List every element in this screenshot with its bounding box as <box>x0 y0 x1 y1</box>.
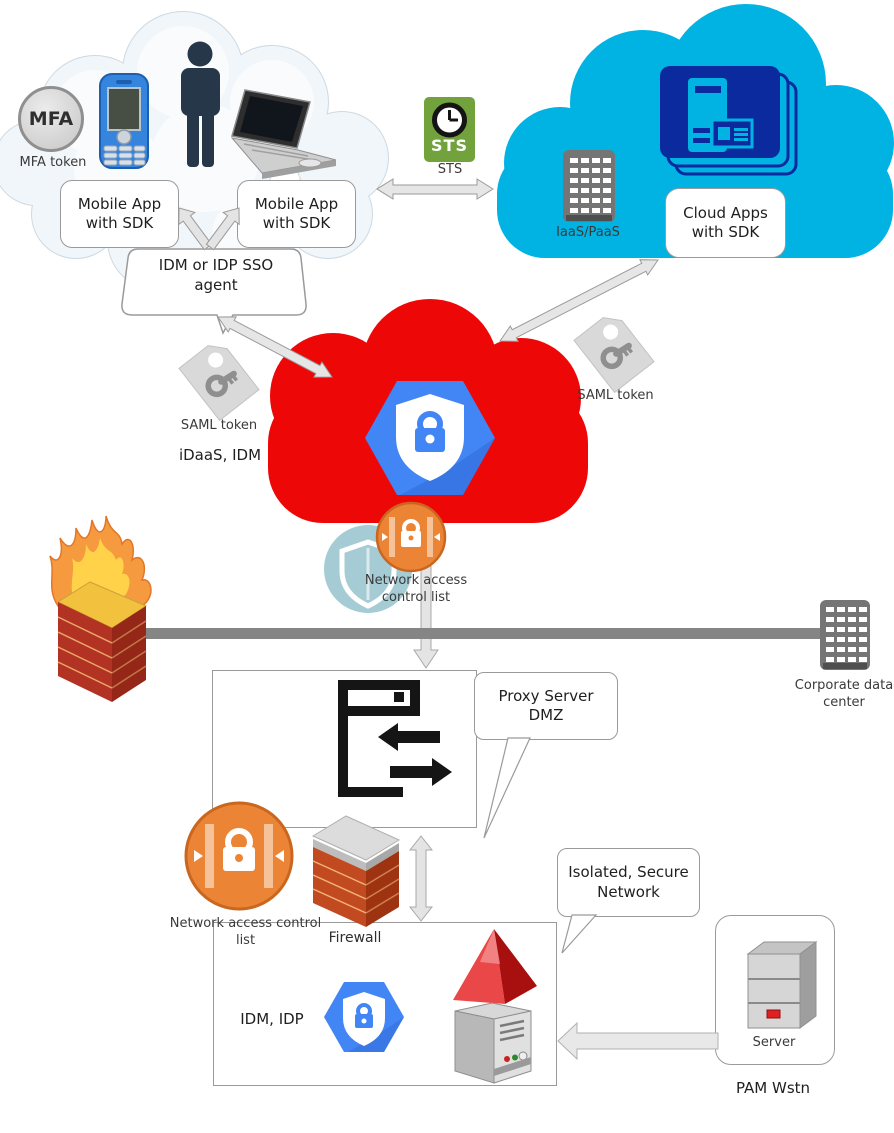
proxy-callout-tail <box>483 737 531 839</box>
saml-token-left-label: SAML token <box>180 418 258 433</box>
pyramid-icon <box>453 929 537 1004</box>
arrow-cloud-sts <box>376 178 494 200</box>
pam-wstn-label: PAM Wstn <box>735 1079 811 1097</box>
lock-icon <box>223 828 255 871</box>
burning-firewall-icon <box>49 515 152 702</box>
isolated-network-callout: Isolated, Secure Network <box>557 848 700 917</box>
arrow-agent-idaas <box>217 316 333 378</box>
corporate-datacenter-label: Corporate data center <box>794 678 894 710</box>
security-shield-hexagon-icon <box>365 381 495 495</box>
isolated-callout-tail <box>561 914 598 954</box>
arrow-pam-idm <box>557 1021 719 1061</box>
idaas-idm-label: iDaaS, IDM <box>178 446 262 464</box>
nacl-top-label: Network access control list <box>364 573 468 605</box>
sso-agent-label: IDM or IDP SSO agent <box>158 256 274 294</box>
isolated-network-label: Isolated, Secure Network <box>568 863 689 901</box>
key-icon <box>600 342 634 370</box>
proxy-callout: Proxy Server DMZ <box>474 672 618 740</box>
arrow-nacl-proxy <box>413 551 439 669</box>
v-arrow-right <box>205 207 240 251</box>
idm-idp-label: IDM, IDP <box>240 1010 304 1028</box>
iaas-paas-label: IaaS/PaaS <box>556 225 620 240</box>
pc-tower-icon <box>454 1002 532 1084</box>
mfa-badge-text: MFA <box>28 108 74 130</box>
corporate-datacenter-building-icon <box>820 600 870 670</box>
mfa-token-label: MFA token <box>19 155 87 170</box>
laptop-icon <box>230 89 337 179</box>
cloud-apps-box: Cloud Apps with SDK <box>665 188 786 258</box>
arrow-idaas-cloudapps <box>499 259 659 342</box>
cloud-apps-stack-icon <box>660 66 798 176</box>
nacl-icon-top <box>375 501 447 573</box>
iaas-paas-building-icon <box>563 150 615 222</box>
mobile-app-box-left: Mobile App with SDK <box>60 180 179 248</box>
sts-icon <box>424 97 475 162</box>
person-icon <box>181 41 220 167</box>
mobile-phone-icon <box>99 73 149 169</box>
lock-icon <box>415 411 445 452</box>
mobile-app-box-right: Mobile App with SDK <box>237 180 356 248</box>
firewall-label: Firewall <box>328 930 382 946</box>
lock-icon <box>355 1003 373 1028</box>
mobile-app-left-label: Mobile App with SDK <box>77 194 162 233</box>
proxy-callout-label: Proxy Server DMZ <box>498 686 594 725</box>
cloud-apps-label: Cloud Apps with SDK <box>683 203 768 242</box>
sts-label: STS <box>437 162 463 177</box>
saml-token-tag-icon-left <box>178 345 260 422</box>
mfa-token-icon: MFA <box>18 86 84 152</box>
nacl-icon-bottom <box>184 801 294 911</box>
firewall-icon <box>311 815 401 927</box>
proxy-server-icon <box>338 680 452 797</box>
server-tower-icon <box>746 941 818 1029</box>
security-shield-hexagon-icon-small <box>324 982 404 1052</box>
arrow-proxy-firewall <box>408 835 434 922</box>
saml-token-right-label: SAML token <box>577 388 654 403</box>
sts-badge-text: STS <box>431 136 468 155</box>
lock-icon <box>401 519 421 547</box>
mobile-app-right-label: Mobile App with SDK <box>254 194 339 233</box>
nacl-bottom-label: Network access control list <box>169 916 322 948</box>
backbone-line <box>130 628 822 639</box>
server-label: Server <box>752 1035 796 1050</box>
clock-icon <box>432 102 467 138</box>
key-icon <box>205 370 239 398</box>
saml-token-tag-icon-right <box>573 317 655 394</box>
v-arrow-left <box>178 207 213 251</box>
